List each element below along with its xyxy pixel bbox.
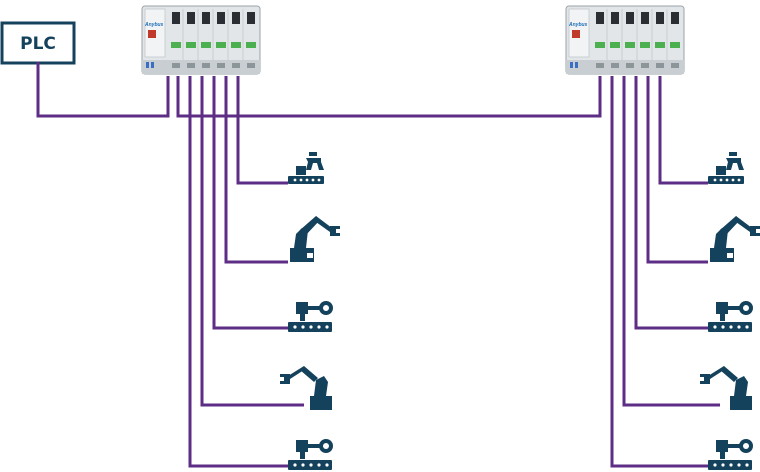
plc-label: PLC	[20, 34, 56, 54]
cable-g2-device-5	[610, 76, 708, 468]
gateway-2: Anybus	[565, 5, 685, 75]
robot-arm-mirrored-icon	[700, 366, 752, 410]
cable-g1-device-2	[224, 76, 288, 264]
cable-gateway-link	[176, 76, 602, 118]
cable-plc-link	[36, 62, 170, 118]
cable-network	[36, 62, 720, 468]
cable-g1-device-3	[212, 76, 288, 330]
robot-arm-icon	[290, 216, 340, 262]
cable-g1-device-4	[200, 76, 304, 407]
cable-g2-device-1	[658, 76, 708, 185]
cable-g2-device-4	[622, 76, 720, 407]
gripper-conveyor-icon	[708, 152, 744, 184]
robot-arm-icon	[710, 216, 760, 262]
gripper-conveyor-icon	[288, 152, 324, 184]
gateway-2-brand: Anybus	[568, 22, 588, 28]
pusher-conveyor-icon	[708, 301, 753, 332]
plc-node: PLC	[0, 21, 76, 65]
pusher-conveyor-icon	[288, 301, 333, 332]
cable-g2-device-2	[646, 76, 708, 264]
pusher-conveyor-icon	[708, 439, 753, 470]
cable-g1-device-5	[188, 76, 288, 468]
cable-g2-device-3	[634, 76, 708, 330]
cable-g1-device-1	[236, 76, 288, 185]
pusher-conveyor-icon	[288, 439, 333, 470]
gateway-1-brand: Anybus	[144, 22, 164, 28]
gateway-1: Anybus	[141, 5, 261, 75]
robot-arm-mirrored-icon	[280, 366, 332, 410]
